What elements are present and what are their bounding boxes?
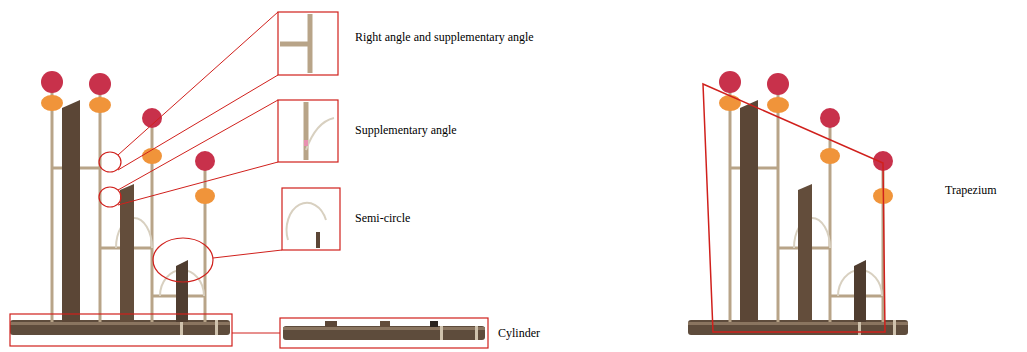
zoom-rod [304,102,309,160]
zoom-base [283,326,485,340]
zoom-ring [475,326,478,340]
callout-circle [99,187,121,207]
zoom-arc [287,203,326,240]
leader-line [118,12,278,155]
leader-line [118,162,278,205]
zoom-box [282,188,340,250]
zoom-tube-foot [325,321,337,327]
zoom-tube-foot [380,321,390,327]
leader-line [118,75,278,170]
zoom-ring [440,326,443,340]
callout-label: Semi-circle [355,211,410,225]
callout-label: Right angle and supplementary angle [355,30,534,44]
zoom-base-highlight [283,327,485,330]
trapezium-outline [703,84,885,332]
callout-label: Cylinder [498,326,540,340]
leader-line [213,250,282,258]
zoom-box [280,318,488,348]
instrument [10,71,230,335]
instrument [688,71,908,335]
zoom-mark [304,140,308,146]
zoom-crossbar [280,42,310,47]
zoom-tube [316,232,320,248]
zoom-tube-foot [430,321,438,327]
zoom-arc [306,118,334,150]
callout-circle [99,152,121,172]
zoom-box [278,100,338,162]
callout-label: Trapezium [945,183,997,197]
leader-line [118,100,278,190]
callout-circle [153,238,213,282]
callout-label: Supplementary angle [355,123,457,137]
callout-rect [10,314,232,346]
leader-line [232,333,280,334]
zoom-box [278,12,338,75]
